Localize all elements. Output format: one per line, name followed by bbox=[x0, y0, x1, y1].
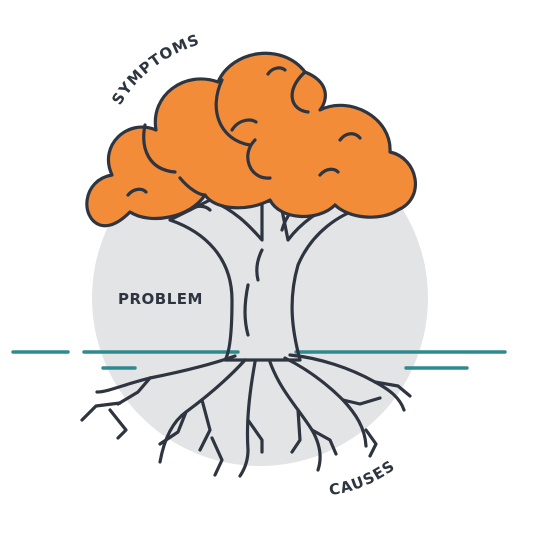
tree-roots bbox=[80, 353, 412, 478]
svg-text:CAUSES: CAUSES bbox=[328, 456, 399, 499]
problem-label: PROBLEM bbox=[118, 290, 203, 308]
ground-lines bbox=[11, 350, 507, 370]
causes-label: CAUSES bbox=[328, 456, 398, 499]
foliage-details bbox=[126, 66, 362, 212]
tree-trunk bbox=[168, 198, 364, 362]
tree-foliage bbox=[85, 51, 417, 228]
